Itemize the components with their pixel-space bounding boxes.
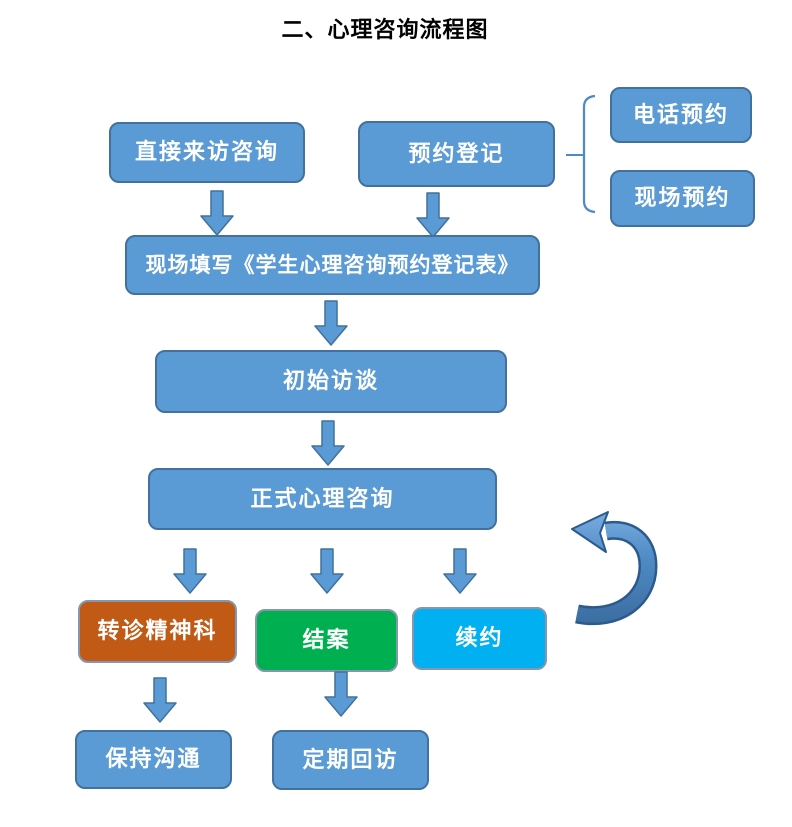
flow-node-direct-visit: 直接来访咨询 — [109, 122, 305, 183]
flow-arrow-down-8-icon — [143, 677, 177, 723]
flow-node-onsite-booking: 现场预约 — [610, 170, 755, 227]
flow-arrow-down-4-icon — [311, 420, 345, 466]
flow-arrow-down-2-icon — [416, 192, 450, 238]
flow-arrow-down-5-icon — [173, 548, 207, 594]
flow-node-formal-counseling: 正式心理咨询 — [148, 468, 497, 530]
brace-connector-icon — [566, 94, 596, 214]
flow-node-initial-interview: 初始访谈 — [155, 350, 507, 413]
page-title: 二、心理咨询流程图 — [281, 17, 489, 43]
flow-node-appointment: 预约登记 — [358, 121, 555, 187]
flow-arrow-down-6-icon — [310, 548, 344, 594]
flow-node-phone-booking: 电话预约 — [610, 87, 752, 143]
flow-node-case-closed: 结案 — [255, 609, 398, 672]
flow-node-fill-form: 现场填写《学生心理咨询预约登记表》 — [125, 235, 540, 295]
flow-node-renew-contract: 续约 — [412, 607, 547, 670]
flow-arrow-down-7-icon — [443, 548, 477, 594]
flow-arrow-down-1-icon — [200, 190, 234, 236]
flow-arrow-down-3-icon — [314, 300, 348, 346]
flow-node-regular-followup: 定期回访 — [272, 730, 429, 790]
flow-node-keep-communication: 保持沟通 — [75, 730, 232, 789]
flow-node-psychiatric-referral: 转诊精神科 — [78, 600, 237, 663]
loop-back-arrow-icon — [571, 511, 658, 625]
flow-arrow-down-9-icon — [324, 671, 358, 717]
